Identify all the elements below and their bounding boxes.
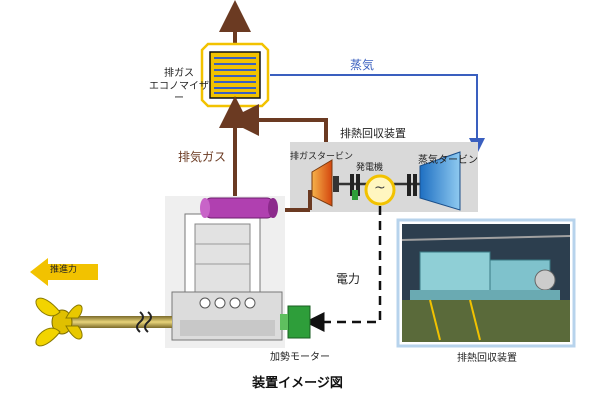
thrust-arrow	[30, 258, 98, 286]
steam-label: 蒸気	[350, 58, 375, 72]
thrust-label: 推進力	[50, 265, 78, 275]
exhaust-gas-label: 排気ガス	[178, 150, 227, 164]
power-line	[304, 206, 382, 332]
propeller	[35, 297, 83, 347]
steam-turbine-label: 蒸気タービン	[418, 155, 478, 166]
engine-image	[165, 196, 285, 348]
motor-label: 加勢モーター	[270, 352, 330, 363]
economizer-label: 排ガス エコノマイザー	[149, 68, 209, 104]
generator-symbol: ~	[374, 180, 386, 196]
recovery-unit-photo	[396, 218, 576, 348]
gas-turbine-label: 排ガスタービン	[290, 152, 354, 162]
photo-caption: 排熱回収装置	[457, 353, 517, 364]
turbocharger	[200, 197, 278, 219]
motor	[280, 305, 311, 339]
generator	[364, 174, 396, 206]
economizer-unit	[200, 42, 270, 108]
propeller-shaft	[70, 311, 172, 333]
power-label: 電力	[336, 272, 361, 286]
figure-caption: 装置イメージ図	[252, 376, 343, 391]
generator-label: 発電機	[356, 163, 384, 173]
steam-arrow	[270, 74, 485, 154]
steam-turbine	[419, 151, 461, 211]
gas-turbine	[311, 159, 339, 207]
economizer-tubes	[214, 57, 256, 94]
recovery-unit-label: 排熱回収装置	[340, 127, 406, 140]
